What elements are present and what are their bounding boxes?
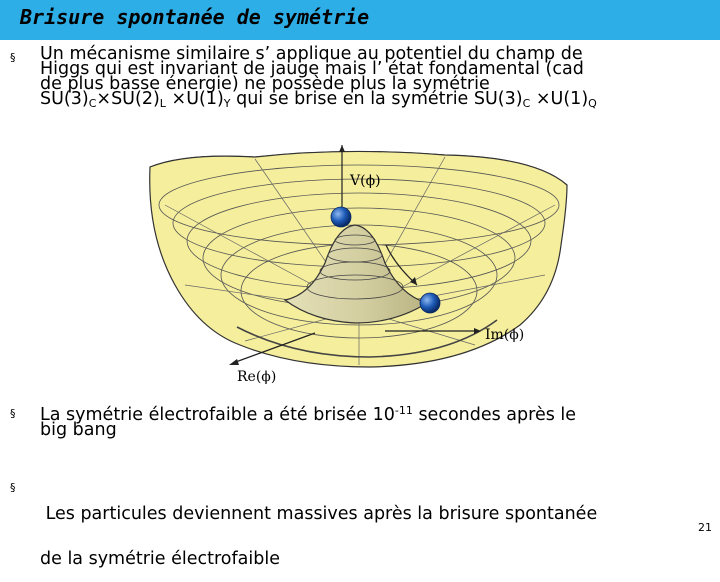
potential-trough (236, 319, 498, 358)
bullet-3-line-2: de la symétrie électrofaible (40, 549, 281, 569)
times-symbol: × (535, 89, 551, 109)
bullet-marker-1: § (10, 51, 16, 64)
times-symbol: × (171, 89, 187, 109)
re-axis (232, 332, 316, 364)
re-axis-label: Re(ϕ) (237, 369, 276, 385)
middle-text: qui se brise en la symétrie (230, 89, 474, 109)
bullet-2-exponent: -11 (394, 404, 413, 417)
bullet-1-line-4: SU(3)C×SU(2)L ×U(1)Y qui se brise en la … (40, 89, 705, 111)
bullet-2-line-2: big bang (40, 420, 117, 440)
bullet-1-line-3: de plus basse énergie) ne possède plus l… (40, 74, 490, 94)
bullet-marker-2: § (10, 407, 16, 420)
v-axis-label: V(ϕ) (349, 173, 381, 189)
bullet-3-text: Les particules deviennent massives après… (40, 477, 705, 582)
bullet-1-line-2: Higgs qui est invariant de jauge mais l’… (40, 59, 584, 79)
v-axis-arrowhead (339, 145, 345, 152)
bullet-3-line-1: Les particules deviennent massives après… (40, 504, 598, 524)
times-symbol: × (96, 89, 112, 109)
bullet-2-line-1: La symétrie électrofaible a été brisée 1… (40, 403, 705, 425)
u1-text: U(1) (186, 89, 224, 109)
c-subscript: C (88, 97, 97, 110)
su3-text-b: SU(3) (473, 89, 523, 109)
y-subscript: Y (223, 97, 231, 110)
im-axis-label: Im(ϕ) (485, 327, 524, 343)
su2-text: SU(2) (111, 89, 160, 109)
rolling-arrowhead (410, 277, 417, 285)
su3-text: SU(3) (40, 89, 89, 109)
bullet-1-line-1: Un mécanisme similaire s’ applique au po… (40, 44, 583, 64)
page-number: 21 (698, 521, 712, 534)
slide-title: Brisure spontanée de symétrie (20, 5, 370, 29)
higgs-potential-figure: V(ϕ) Im(ϕ) Re(ϕ) (149, 145, 568, 385)
bullet-1-text: Un mécanisme similaire s’ applique au po… (40, 44, 705, 111)
l-subscript: L (159, 97, 166, 110)
re-axis-arrowhead (229, 359, 239, 365)
bump-contour-lines (306, 234, 404, 300)
bullet-marker-3: § (10, 481, 16, 494)
q-subscript: Q (588, 97, 597, 110)
c-subscript-b: C (522, 97, 531, 110)
title-bar: Brisure spontanée de symétrie (0, 0, 720, 40)
central-bump (283, 224, 429, 324)
im-axis-arrowhead (474, 328, 481, 334)
bullet-2-text-before: La symétrie électrofaible a été brisée 1… (40, 405, 395, 425)
ball-bottom (419, 292, 441, 314)
bullet-2-text-after: secondes après le (412, 405, 577, 425)
ball-top (330, 206, 352, 228)
bullet-2-text: La symétrie électrofaible a été brisée 1… (40, 403, 705, 440)
u1-text-b: U(1) (550, 89, 589, 109)
